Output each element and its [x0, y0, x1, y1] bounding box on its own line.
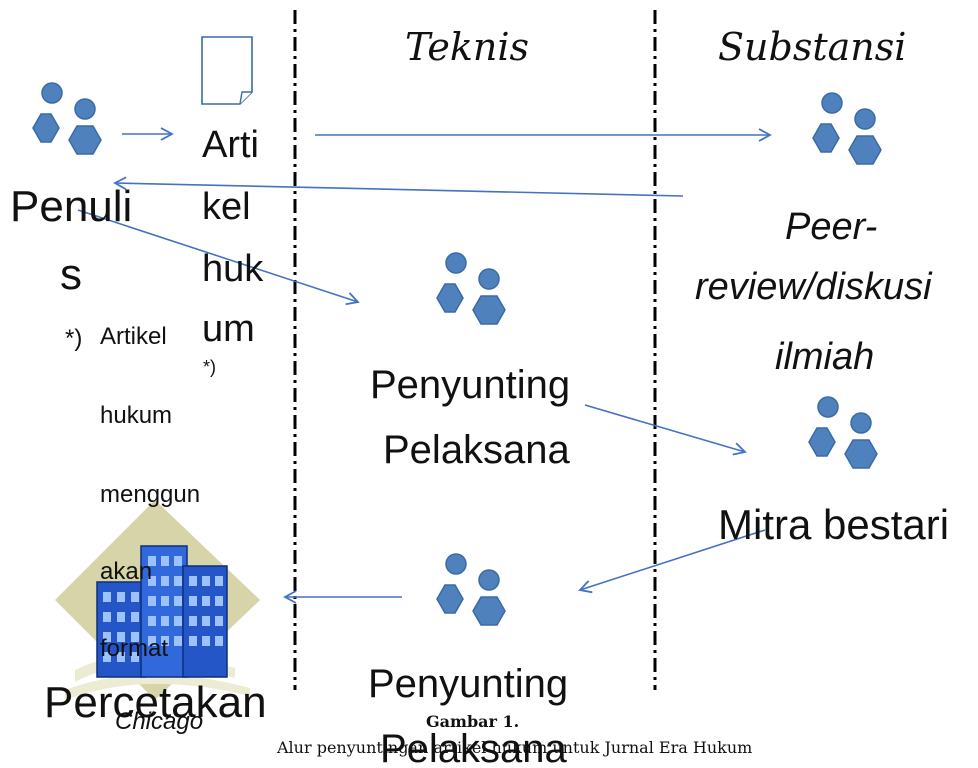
- people-group-icon: [808, 396, 878, 469]
- article-footnote-mark: *): [203, 357, 216, 377]
- editor-bottom-line2: Pelaksana: [380, 727, 567, 768]
- column-header-substance: Substansi: [718, 25, 907, 69]
- article-label-line4: um: [202, 308, 255, 350]
- author-label-line1: Penuli: [10, 182, 133, 231]
- article-label-line1: Arti: [202, 124, 259, 166]
- article-label-line3: huk: [202, 248, 264, 290]
- editor-top-line1: Penyunting: [370, 363, 571, 407]
- column-header-technical: Teknis: [405, 25, 530, 69]
- people-group-icon: [32, 82, 102, 155]
- note-line6: Chicago: [115, 708, 204, 735]
- figure-caption-title: Gambar 1.: [426, 712, 520, 731]
- note-line3: menggun: [100, 481, 201, 508]
- arrow-partner-to-editor: [578, 529, 766, 594]
- editor-top-line2: Pelaksana: [383, 428, 570, 472]
- people-group-icon: [436, 553, 506, 626]
- figure-caption-text: Alur penyuntingan artikel hukum untuk Ju…: [277, 738, 753, 757]
- note-line2: hukum: [100, 402, 173, 429]
- peer-review-line2: review/diskusi: [695, 266, 932, 308]
- note-marker: *): [65, 325, 83, 352]
- peer-review-line1: Peer-: [785, 206, 878, 248]
- note-line4: akan: [100, 558, 153, 585]
- arrow-editor-to-partner: [584, 404, 747, 456]
- editor-bottom-line1: Penyunting: [368, 662, 569, 706]
- arrow-author-to-editor: [77, 209, 360, 306]
- arrow-peer-review-to-author: [113, 176, 684, 197]
- people-group-icon: [436, 252, 506, 325]
- document-icon: [201, 36, 253, 105]
- article-label-line2: kel: [202, 186, 251, 228]
- printing-label: Percetakan: [44, 678, 267, 727]
- peer-review-line3: ilmiah: [775, 336, 875, 378]
- building-clipart-icon: [55, 500, 260, 700]
- author-label-line2: s: [60, 250, 82, 299]
- note-line5: format: [100, 635, 169, 662]
- note-line1: Artikel: [100, 323, 167, 350]
- people-group-icon: [812, 92, 882, 165]
- partner-label: Mitra bestari: [718, 501, 950, 548]
